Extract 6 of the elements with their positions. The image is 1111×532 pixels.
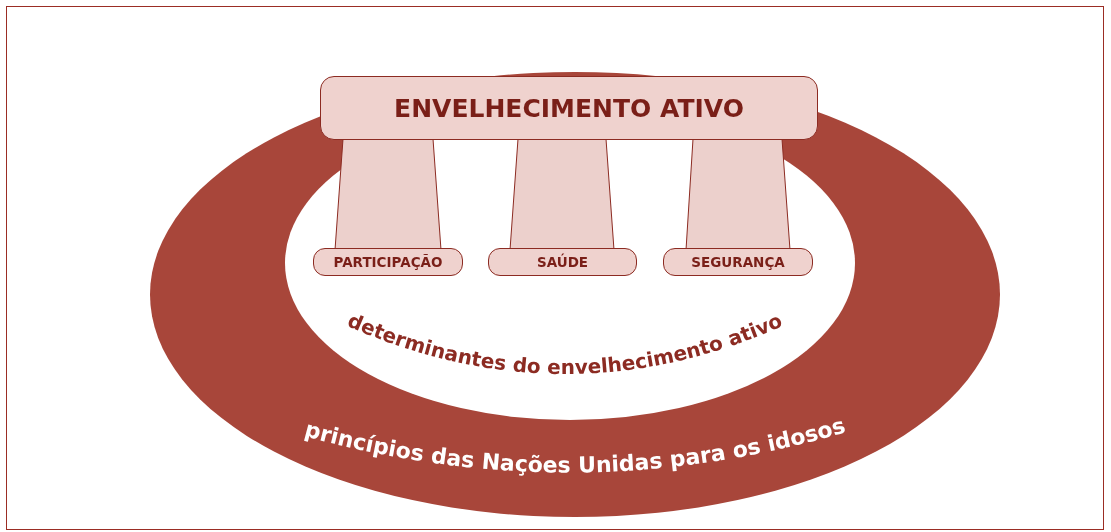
- pillar-base-label: SEGURANÇA: [663, 248, 813, 276]
- roof-label: ENVELHECIMENTO ATIVO: [320, 76, 818, 140]
- curved-caption: princípios das Nações Unidas para os idosos: [302, 412, 848, 478]
- outer-ellipse: [150, 72, 1000, 517]
- pillar-base-label: PARTICIPAÇÃO: [313, 248, 463, 276]
- pillar-base-label: SAÚDE: [488, 248, 637, 276]
